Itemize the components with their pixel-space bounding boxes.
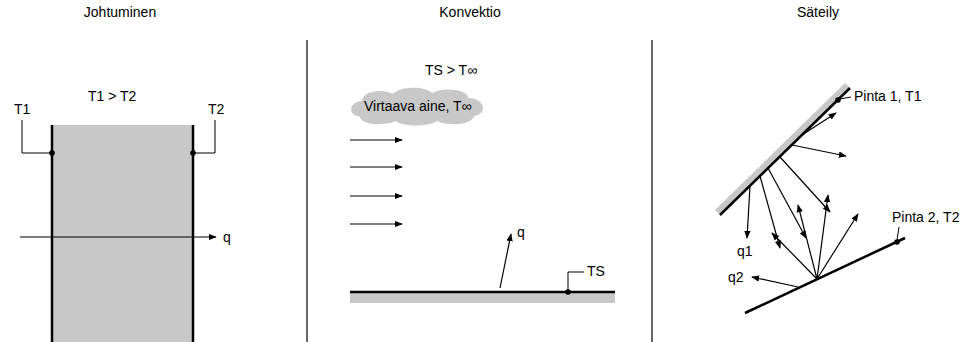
surface-line xyxy=(350,291,615,294)
flux-label: q xyxy=(223,229,231,245)
panel-title: Säteily xyxy=(797,4,839,20)
fluid-cloud: Virtaava aine, T∞ xyxy=(348,86,488,126)
leader-line xyxy=(568,272,584,291)
surface-band xyxy=(350,293,615,303)
condition-label: TS > T∞ xyxy=(425,62,477,78)
radiation-arrow xyxy=(798,205,817,279)
panel-title: Konvektio xyxy=(439,4,500,20)
point-dot xyxy=(565,289,571,295)
radiation-arrow xyxy=(780,157,830,212)
heat-flux-arrow xyxy=(500,234,511,288)
flux-label: q xyxy=(517,224,525,240)
wall-face xyxy=(51,125,54,342)
surface-line xyxy=(745,238,905,313)
point-dot xyxy=(49,150,55,156)
flux-label: q1 xyxy=(737,243,753,259)
panel-title: Johtuminen xyxy=(84,4,156,20)
radiation-arrow xyxy=(792,145,846,156)
temperature-label: TS xyxy=(587,263,605,279)
radiation-arrow xyxy=(817,195,828,279)
flux-label: q2 xyxy=(728,269,744,285)
node-text: Virtaava aine, T∞ xyxy=(364,98,472,114)
radiation-arrow xyxy=(752,277,798,287)
radiation-arrow xyxy=(802,113,836,135)
flow-arrow xyxy=(350,166,402,167)
radiation-arrows xyxy=(747,113,858,287)
radiation-arrow xyxy=(772,233,817,279)
heat-flux-arrow xyxy=(20,236,216,237)
leader-line xyxy=(840,97,851,99)
panel-separator xyxy=(651,40,652,342)
cloud-outline xyxy=(351,88,483,126)
flow-arrow xyxy=(350,195,402,196)
leader-line xyxy=(193,120,215,153)
surface-label: Pinta 1, T1 xyxy=(854,88,921,104)
flow-arrow xyxy=(350,223,402,224)
radiation-arrow xyxy=(817,214,858,279)
temperature-label: T1 xyxy=(14,101,30,117)
wall-face xyxy=(192,125,195,342)
surface-line xyxy=(720,88,850,215)
panel-separator xyxy=(306,40,307,342)
flow-arrow xyxy=(350,139,402,140)
leader-line xyxy=(897,227,899,240)
temperature-label: T2 xyxy=(208,101,224,117)
point-dot xyxy=(835,97,841,103)
wall-slab xyxy=(52,125,193,342)
condition-label: T1 > T2 xyxy=(88,88,136,104)
leader-line xyxy=(22,120,52,153)
point-dot xyxy=(190,150,196,156)
radiation-arrow xyxy=(760,176,780,248)
radiation-arrow xyxy=(747,186,750,238)
point-dot xyxy=(894,239,900,245)
surface-label: Pinta 2, T2 xyxy=(892,209,959,225)
